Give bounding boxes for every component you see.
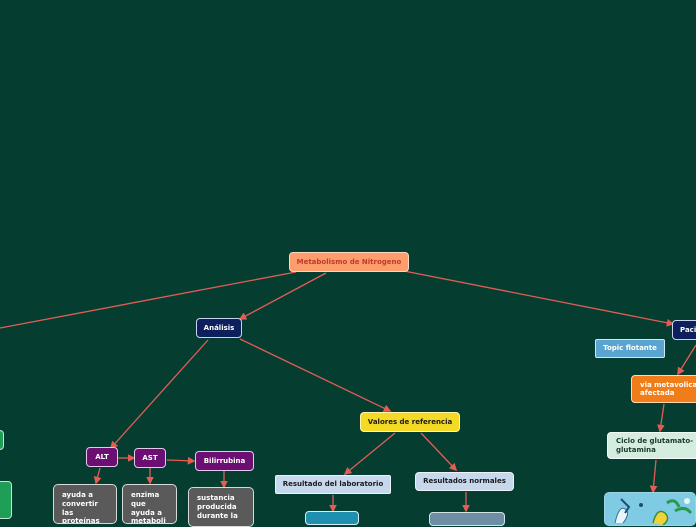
card-ast-description[interactable]: enzima que ayuda a metaboli [122, 484, 177, 524]
floating-topic[interactable]: Topic flotante [595, 339, 665, 358]
topic-alt[interactable]: ALT [86, 447, 118, 467]
card-bilirrubina-description[interactable]: sustancia producida durante la [188, 487, 254, 527]
topic-ciclo-glutamato-glutamina[interactable]: Ciclo de glutamato- glutamina [607, 432, 696, 459]
topic-paciente[interactable]: Paci [672, 320, 696, 340]
topic-resultado-del-laboratorio[interactable]: Resultado del laboratorio [275, 475, 391, 494]
edge-ciclo-image [653, 460, 656, 492]
topic-ast[interactable]: AST [134, 448, 166, 468]
molecule-image[interactable] [604, 492, 696, 526]
edge-root-left [0, 272, 296, 328]
topic-left-partial-1[interactable] [0, 430, 4, 450]
edge-analisis-alt [111, 340, 208, 448]
topic-resultado-child[interactable] [305, 511, 359, 525]
topic-analisis[interactable]: Análisis [196, 318, 242, 338]
edge-analisis-valores [240, 339, 390, 411]
card-alt-description[interactable]: ayuda a convertir las proteínas [53, 484, 117, 524]
topic-via-metavolica-afectada[interactable]: via metavolica afectada [631, 375, 696, 403]
edge-root-paciente [404, 271, 673, 324]
topic-valores-de-referencia[interactable]: Valores de referencia [360, 412, 460, 432]
edge-valores-normales [421, 433, 456, 470]
topic-left-partial-2[interactable] [0, 481, 12, 519]
topic-normales-child[interactable] [429, 512, 505, 526]
edge-paciente-via [678, 345, 696, 374]
molecule-illustration [605, 493, 696, 526]
edge-ast-bilirrubina [167, 460, 194, 461]
edge-alt-card [96, 468, 100, 483]
topic-resultados-normales[interactable]: Resultados normales [415, 472, 514, 491]
topic-bilirrubina[interactable]: Bilirrubina [195, 451, 254, 471]
edge-via-ciclo [660, 404, 664, 431]
root-topic-metabolismo[interactable]: Metabolismo de Nitrogeno [289, 252, 409, 272]
edge-valores-resultado [345, 433, 395, 474]
